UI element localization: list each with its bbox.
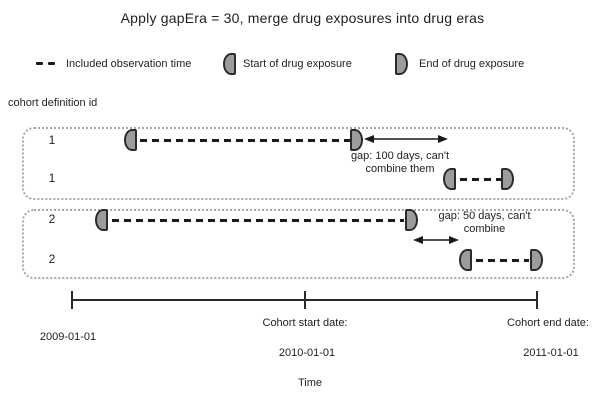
legend-label-start-of-drug-exposure: Start of drug exposure [243,58,352,70]
exposure-start-pill [459,249,472,271]
exposure-end-pill [530,249,543,271]
row-label-cohort-2b: 2 [48,252,56,266]
exposure-end-pill [405,209,418,231]
row-label-cohort-1a: 1 [48,133,56,147]
cohort-1-box [22,127,575,200]
observation-dashed-line [112,219,404,222]
exposure-end-pill [350,129,363,151]
cohort-end-date-label: Cohort end date: [507,317,589,329]
tick-label-2009: 2009-01-01 [39,331,97,343]
legend-label-end-of-drug-exposure: End of drug exposure [419,58,525,70]
gap-100-line1: gap: 100 days, can't [350,150,450,162]
exposure-start-pill [124,129,137,151]
legend-label-included-observation-time: Included observation time [66,58,192,70]
row-label-cohort-2a: 2 [48,212,56,226]
observation-dashed-line [476,259,529,262]
gap-50-annotation: gap: 50 days, can't combine [412,210,557,236]
cohort-2-box [22,209,575,279]
dashed-line-icon [36,62,58,65]
exposure-end-pill [501,168,514,190]
gap-50-line1: gap: 50 days, can't [438,210,531,222]
gap-100-days-arrow [364,135,448,143]
x-axis-title: Time [297,377,323,389]
figure-title: Apply gapEra = 30, merge drug exposures … [120,10,485,26]
cohort-start-date-label: Cohort start date: [262,317,348,329]
end-pill-icon [395,53,408,75]
observation-dashed-line [140,139,351,142]
x-axis-tick-2009 [71,291,73,309]
x-axis-tick-2010 [304,291,306,309]
tick-label-2010: 2010-01-01 [278,347,336,359]
gap-100-line2: combine them [365,163,435,175]
tick-label-2011: 2011-01-01 [523,347,579,359]
start-pill-icon [223,53,236,75]
gap-100-annotation: gap: 100 days, can't combine them [325,150,475,176]
gap-50-line2: combine [463,223,506,235]
observation-dashed-line [460,178,502,181]
x-axis-tick-2011 [536,291,538,309]
exposure-start-pill [95,209,108,231]
exposure-start-pill [443,168,456,190]
gap-50-days-arrow [413,236,459,244]
y-axis-label: cohort definition id [8,97,98,109]
row-label-cohort-1b: 1 [48,171,56,185]
